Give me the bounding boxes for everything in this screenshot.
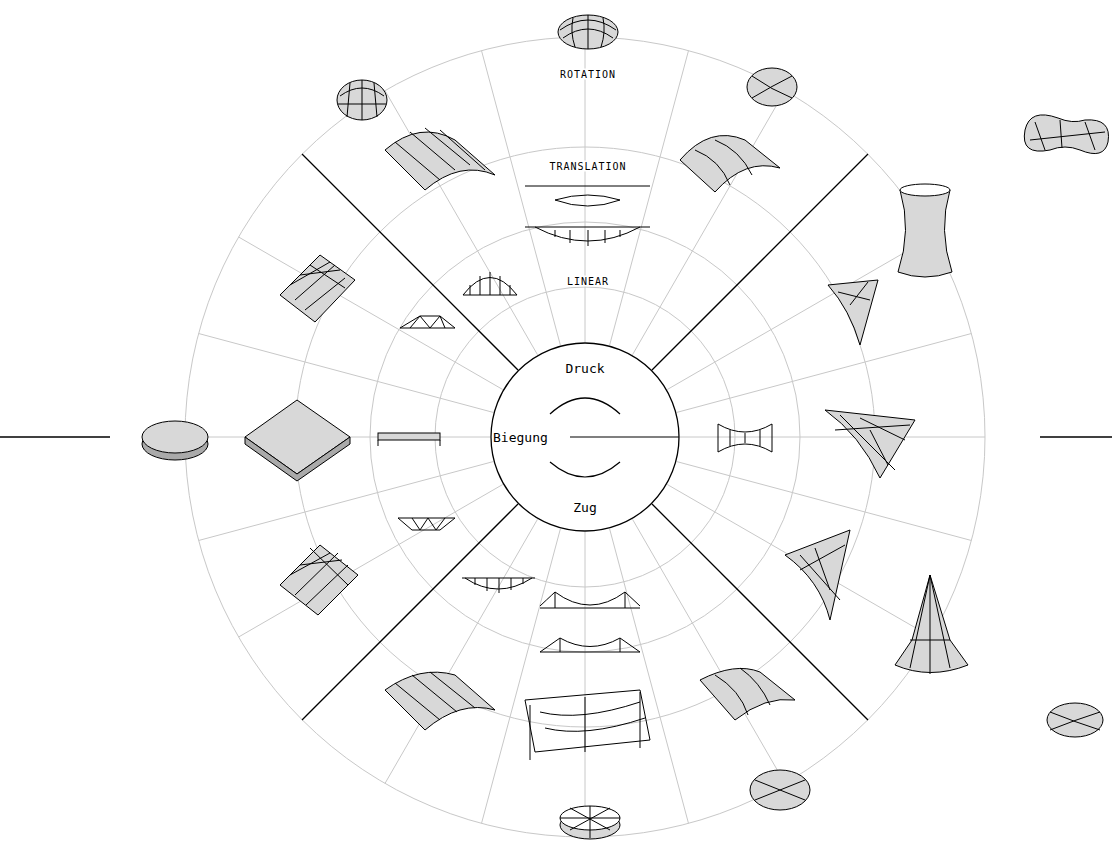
grid-spoke [302,154,518,370]
grid-spoke [677,462,972,541]
grid-spoke [667,485,931,638]
grid-spoke [585,532,586,837]
force-label: Biegung [492,430,549,445]
grid-spoke [482,51,561,346]
grid-spoke [239,237,503,390]
grid-spoke [652,504,868,720]
grid-spoke [385,91,538,355]
grid-spokes [185,37,985,837]
sector-lines [0,154,1112,720]
category-label: TRANSLATION [547,161,628,172]
grid-spoke [667,237,931,390]
grid-spoke [633,519,786,783]
grid-spoke [610,529,689,824]
category-label: LINEAR [565,276,611,287]
grid-spoke [199,462,494,541]
structure-icons [142,15,1109,839]
grid-spoke [385,519,538,783]
force-circle: DruckBiegungZug [490,342,680,532]
force-label: Zug [572,500,597,515]
grid-spoke [199,334,494,413]
grid-rings [185,37,985,837]
grid-spoke [677,334,972,413]
grid-spoke [239,485,503,638]
force-label: Druck [564,361,605,376]
grid-spoke [680,437,985,438]
grid-spoke [652,154,868,370]
grid-spoke [482,529,561,824]
grid-spoke [585,37,586,342]
grid-spoke [633,91,786,355]
category-label: ROTATION [558,69,618,80]
grid-spoke [610,51,689,346]
